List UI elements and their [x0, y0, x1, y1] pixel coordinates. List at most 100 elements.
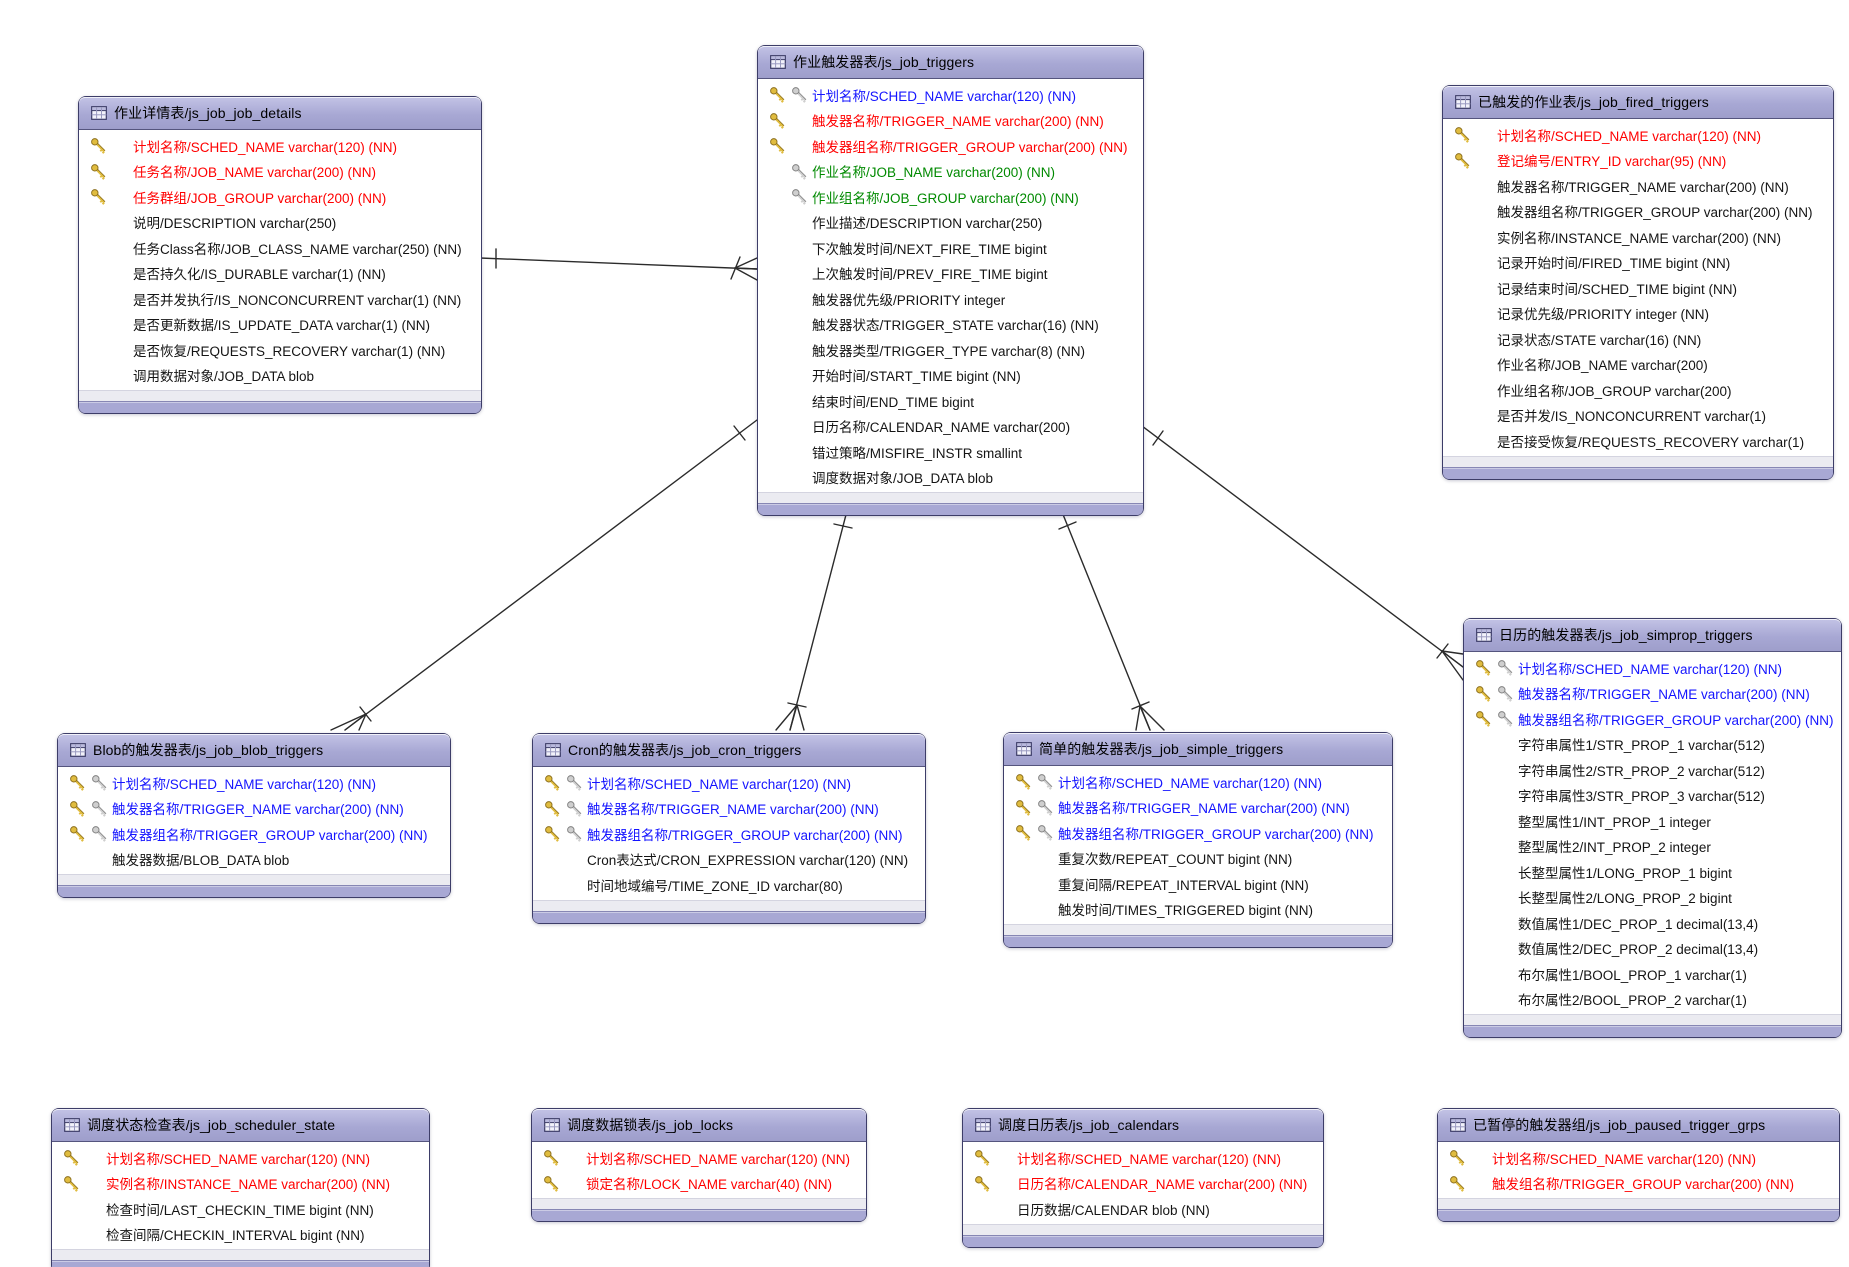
table-js-job-simple-triggers[interactable]: 简单的触发器表/js_job_simple_triggers 计划名称/SCHE… — [1003, 732, 1393, 948]
table-js-job-simprop-triggers[interactable]: 日历的触发器表/js_job_simprop_triggers 计划名称/SCH… — [1463, 618, 1842, 1038]
column-row[interactable]: 记录开始时间/FIRED_TIME bigint (NN) — [1443, 250, 1833, 276]
column-row[interactable]: 触发器组名称/TRIGGER_GROUP varchar(200) (NN) — [1464, 706, 1841, 732]
table-header[interactable]: 作业详情表/js_job_job_details — [79, 97, 481, 130]
column-row[interactable]: 实例名称/INSTANCE_NAME varchar(200) (NN) — [1443, 224, 1833, 250]
column-row[interactable]: 下次触发时间/NEXT_FIRE_TIME bigint — [758, 235, 1143, 261]
column-row[interactable]: 触发器名称/TRIGGER_NAME varchar(200) (NN) — [758, 108, 1143, 134]
table-js-job-calendars[interactable]: 调度日历表/js_job_calendars 计划名称/SCHED_NAME v… — [962, 1108, 1324, 1248]
column-row[interactable]: 字符串属性2/STR_PROP_2 varchar(512) — [1464, 757, 1841, 783]
column-row[interactable]: 重复间隔/REPEAT_INTERVAL bigint (NN) — [1004, 871, 1392, 897]
column-row[interactable]: 锁定名称/LOCK_NAME varchar(40) (NN) — [532, 1171, 866, 1197]
column-row[interactable]: 日历数据/CALENDAR blob (NN) — [963, 1196, 1323, 1222]
column-row[interactable]: 字符串属性3/STR_PROP_3 varchar(512) — [1464, 783, 1841, 809]
table-header[interactable]: Cron的触发器表/js_job_cron_triggers — [533, 734, 925, 767]
table-js-job-blob-triggers[interactable]: Blob的触发器表/js_job_blob_triggers 计划名称/SCHE… — [57, 733, 451, 898]
column-row[interactable]: 记录状态/STATE varchar(16) (NN) — [1443, 326, 1833, 352]
column-row[interactable]: 是否更新数据/IS_UPDATE_DATA varchar(1) (NN) — [79, 312, 481, 338]
column-row[interactable]: 计划名称/SCHED_NAME varchar(120) (NN) — [758, 82, 1143, 108]
column-row[interactable]: 长整型属性2/LONG_PROP_2 bigint — [1464, 885, 1841, 911]
column-row[interactable]: 计划名称/SCHED_NAME varchar(120) (NN) — [963, 1145, 1323, 1171]
table-header[interactable]: Blob的触发器表/js_job_blob_triggers — [58, 734, 450, 767]
column-row[interactable]: 登记编号/ENTRY_ID varchar(95) (NN) — [1443, 148, 1833, 174]
column-row[interactable]: 长整型属性1/LONG_PROP_1 bigint — [1464, 859, 1841, 885]
column-row[interactable]: 实例名称/INSTANCE_NAME varchar(200) (NN) — [52, 1171, 429, 1197]
column-row[interactable]: 触发时间/TIMES_TRIGGERED bigint (NN) — [1004, 897, 1392, 923]
table-js-job-cron-triggers[interactable]: Cron的触发器表/js_job_cron_triggers 计划名称/SCHE… — [532, 733, 926, 924]
column-row[interactable]: 是否并发执行/IS_NONCONCURRENT varchar(1) (NN) — [79, 286, 481, 312]
table-js-job-job-details[interactable]: 作业详情表/js_job_job_details 计划名称/SCHED_NAME… — [78, 96, 482, 414]
column-row[interactable]: 触发器类型/TRIGGER_TYPE varchar(8) (NN) — [758, 337, 1143, 363]
column-row[interactable]: 任务名称/JOB_NAME varchar(200) (NN) — [79, 159, 481, 185]
column-row[interactable]: 结束时间/END_TIME bigint — [758, 388, 1143, 414]
column-row[interactable]: 触发器优先级/PRIORITY integer — [758, 286, 1143, 312]
column-row[interactable]: 任务群组/JOB_GROUP varchar(200) (NN) — [79, 184, 481, 210]
table-js-job-scheduler-state[interactable]: 调度状态检查表/js_job_scheduler_state 计划名称/SCHE… — [51, 1108, 430, 1267]
relation-triggers-to-simple-triggers[interactable] — [1058, 506, 1165, 731]
relation-job-details-to-triggers[interactable] — [479, 248, 758, 281]
table-header[interactable]: 已触发的作业表/js_job_fired_triggers — [1443, 86, 1833, 119]
column-row[interactable]: 作业描述/DESCRIPTION varchar(250) — [758, 210, 1143, 236]
column-row[interactable]: 计划名称/SCHED_NAME varchar(120) (NN) — [532, 1145, 866, 1171]
column-row[interactable]: 是否接受恢复/REQUESTS_RECOVERY varchar(1) — [1443, 428, 1833, 454]
column-row[interactable]: 错过策略/MISFIRE_INSTR smallint — [758, 439, 1143, 465]
column-row[interactable]: 记录结束时间/SCHED_TIME bigint (NN) — [1443, 275, 1833, 301]
column-row[interactable]: 布尔属性1/BOOL_PROP_1 varchar(1) — [1464, 961, 1841, 987]
column-row[interactable]: 计划名称/SCHED_NAME varchar(120) (NN) — [79, 133, 481, 159]
column-row[interactable]: 计划名称/SCHED_NAME varchar(120) (NN) — [58, 770, 450, 796]
column-row[interactable]: 字符串属性1/STR_PROP_1 varchar(512) — [1464, 732, 1841, 758]
table-header[interactable]: 调度数据锁表/js_job_locks — [532, 1109, 866, 1142]
column-row[interactable]: 触发组名称/TRIGGER_GROUP varchar(200) (NN) — [1438, 1171, 1839, 1197]
column-row[interactable]: 检查时间/LAST_CHECKIN_TIME bigint (NN) — [52, 1196, 429, 1222]
column-row[interactable]: 整型属性1/INT_PROP_1 integer — [1464, 808, 1841, 834]
column-row[interactable]: 重复次数/REPEAT_COUNT bigint (NN) — [1004, 846, 1392, 872]
table-header[interactable]: 日历的触发器表/js_job_simprop_triggers — [1464, 619, 1841, 652]
column-row[interactable]: 调用数据对象/JOB_DATA blob — [79, 363, 481, 389]
column-row[interactable]: 计划名称/SCHED_NAME varchar(120) (NN) — [1443, 122, 1833, 148]
column-row[interactable]: 是否恢复/REQUESTS_RECOVERY varchar(1) (NN) — [79, 337, 481, 363]
column-row[interactable]: 触发器组名称/TRIGGER_GROUP varchar(200) (NN) — [533, 821, 925, 847]
column-row[interactable]: 作业组名称/JOB_GROUP varchar(200) — [1443, 377, 1833, 403]
column-row[interactable]: 触发器状态/TRIGGER_STATE varchar(16) (NN) — [758, 312, 1143, 338]
column-row[interactable]: 作业组名称/JOB_GROUP varchar(200) (NN) — [758, 184, 1143, 210]
table-header[interactable]: 简单的触发器表/js_job_simple_triggers — [1004, 733, 1392, 766]
column-row[interactable]: 任务Class名称/JOB_CLASS_NAME varchar(250) (N… — [79, 235, 481, 261]
column-row[interactable]: 触发器名称/TRIGGER_NAME varchar(200) (NN) — [1464, 681, 1841, 707]
column-row[interactable]: 数值属性1/DEC_PROP_1 decimal(13,4) — [1464, 910, 1841, 936]
column-row[interactable]: 作业名称/JOB_NAME varchar(200) — [1443, 352, 1833, 378]
relation-triggers-to-cron-triggers[interactable] — [775, 506, 853, 731]
table-js-job-fired-triggers[interactable]: 已触发的作业表/js_job_fired_triggers 计划名称/SCHED… — [1442, 85, 1834, 480]
column-row[interactable]: 是否持久化/IS_DURABLE varchar(1) (NN) — [79, 261, 481, 287]
column-row[interactable]: 整型属性2/INT_PROP_2 integer — [1464, 834, 1841, 860]
table-header[interactable]: 调度状态检查表/js_job_scheduler_state — [52, 1109, 429, 1142]
column-row[interactable]: 数值属性2/DEC_PROP_2 decimal(13,4) — [1464, 936, 1841, 962]
column-row[interactable]: 计划名称/SCHED_NAME varchar(120) (NN) — [533, 770, 925, 796]
relation-triggers-to-blob-triggers[interactable] — [330, 419, 758, 731]
column-row[interactable]: 计划名称/SCHED_NAME varchar(120) (NN) — [1004, 769, 1392, 795]
table-header[interactable]: 调度日历表/js_job_calendars — [963, 1109, 1323, 1142]
table-js-job-locks[interactable]: 调度数据锁表/js_job_locks 计划名称/SCHED_NAME varc… — [531, 1108, 867, 1222]
table-header[interactable]: 已暂停的触发器组/js_job_paused_trigger_grps — [1438, 1109, 1839, 1142]
column-row[interactable]: 触发器组名称/TRIGGER_GROUP varchar(200) (NN) — [58, 821, 450, 847]
relation-triggers-to-simprop-triggers[interactable] — [1141, 425, 1464, 681]
column-row[interactable]: 触发器名称/TRIGGER_NAME varchar(200) (NN) — [533, 796, 925, 822]
column-row[interactable]: 上次触发时间/PREV_FIRE_TIME bigint — [758, 261, 1143, 287]
table-js-job-triggers[interactable]: 作业触发器表/js_job_triggers 计划名称/SCHED_NAME v… — [757, 45, 1144, 516]
column-row[interactable]: 计划名称/SCHED_NAME varchar(120) (NN) — [52, 1145, 429, 1171]
column-row[interactable]: 布尔属性2/BOOL_PROP_2 varchar(1) — [1464, 987, 1841, 1013]
column-row[interactable]: 日历名称/CALENDAR_NAME varchar(200) (NN) — [963, 1171, 1323, 1197]
column-row[interactable]: 说明/DESCRIPTION varchar(250) — [79, 210, 481, 236]
column-row[interactable]: 触发器组名称/TRIGGER_GROUP varchar(200) (NN) — [1443, 199, 1833, 225]
table-js-job-paused-trigger-grps[interactable]: 已暂停的触发器组/js_job_paused_trigger_grps 计划名称… — [1437, 1108, 1840, 1222]
column-row[interactable]: 触发器名称/TRIGGER_NAME varchar(200) (NN) — [58, 796, 450, 822]
table-header[interactable]: 作业触发器表/js_job_triggers — [758, 46, 1143, 79]
column-row[interactable]: 开始时间/START_TIME bigint (NN) — [758, 363, 1143, 389]
column-row[interactable]: 作业名称/JOB_NAME varchar(200) (NN) — [758, 159, 1143, 185]
column-row[interactable]: 触发器名称/TRIGGER_NAME varchar(200) (NN) — [1443, 173, 1833, 199]
column-row[interactable]: 计划名称/SCHED_NAME varchar(120) (NN) — [1438, 1145, 1839, 1171]
column-row[interactable]: 记录优先级/PRIORITY integer (NN) — [1443, 301, 1833, 327]
column-row[interactable]: 触发器组名称/TRIGGER_GROUP varchar(200) (NN) — [758, 133, 1143, 159]
column-row[interactable]: Cron表达式/CRON_EXPRESSION varchar(120) (NN… — [533, 847, 925, 873]
column-row[interactable]: 日历名称/CALENDAR_NAME varchar(200) — [758, 414, 1143, 440]
column-row[interactable]: 触发器数据/BLOB_DATA blob — [58, 847, 450, 873]
column-row[interactable]: 计划名称/SCHED_NAME varchar(120) (NN) — [1464, 655, 1841, 681]
